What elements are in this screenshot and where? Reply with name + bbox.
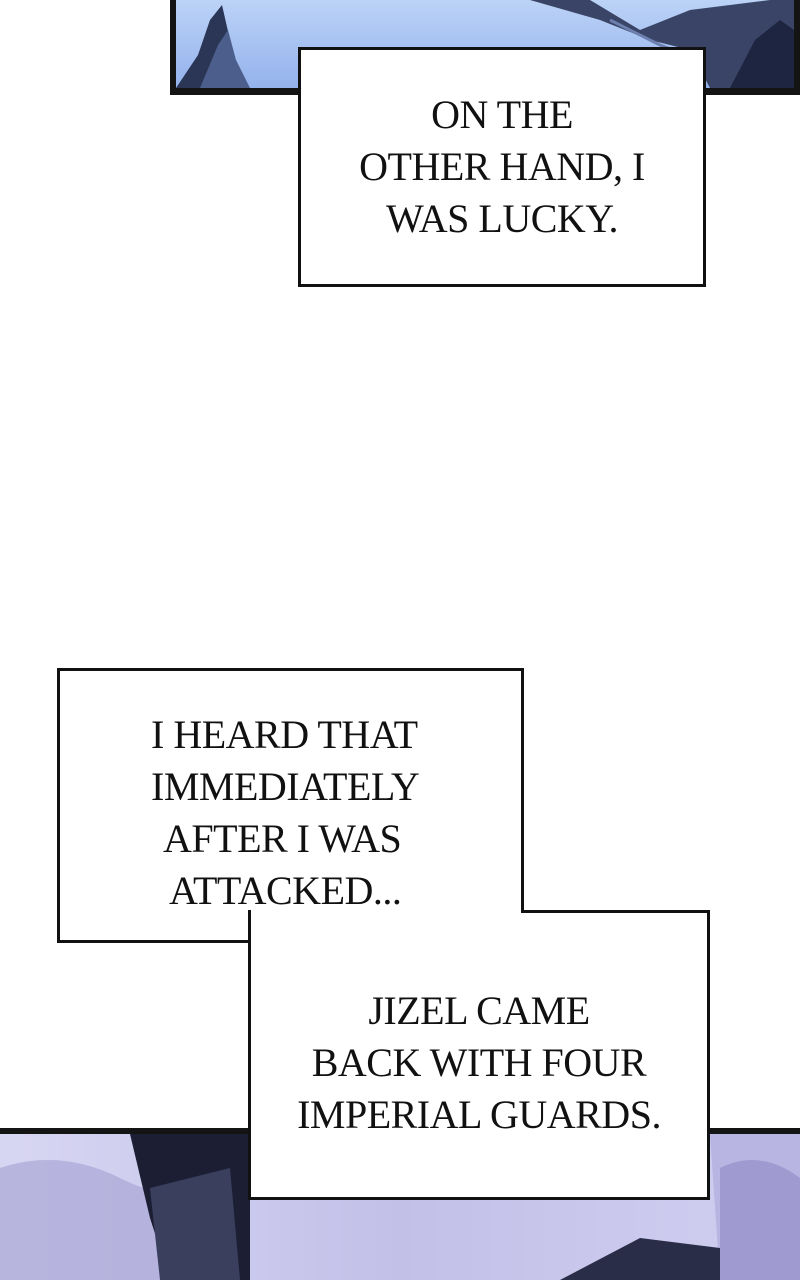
narration-line: WAS LUCKY. (385, 196, 619, 241)
narration-line: IMMEDIATELY (151, 764, 420, 809)
narration-box-1: ON THE OTHER HAND, I WAS LUCKY. (298, 47, 706, 287)
narration-line: I HEARD THAT (151, 712, 418, 757)
narration-line: OTHER HAND, I (359, 144, 645, 189)
narration-line: ON THE (431, 92, 573, 137)
top-art-illustration (170, 0, 800, 95)
top-art-panel (170, 0, 800, 95)
narration-line: BACK WITH FOUR (311, 1040, 647, 1085)
narration-line: IMPERIAL GUARDS. (297, 1092, 661, 1137)
narration-line: JIZEL CAME (368, 988, 590, 1033)
narration-box-joint (251, 905, 521, 946)
narration-box-3: JIZEL CAME BACK WITH FOUR IMPERIAL GUARD… (248, 910, 710, 1200)
narration-line: AFTER I WAS (163, 816, 402, 861)
narration-box-2: I HEARD THAT IMMEDIATELY AFTER I WAS ATT… (57, 668, 524, 943)
